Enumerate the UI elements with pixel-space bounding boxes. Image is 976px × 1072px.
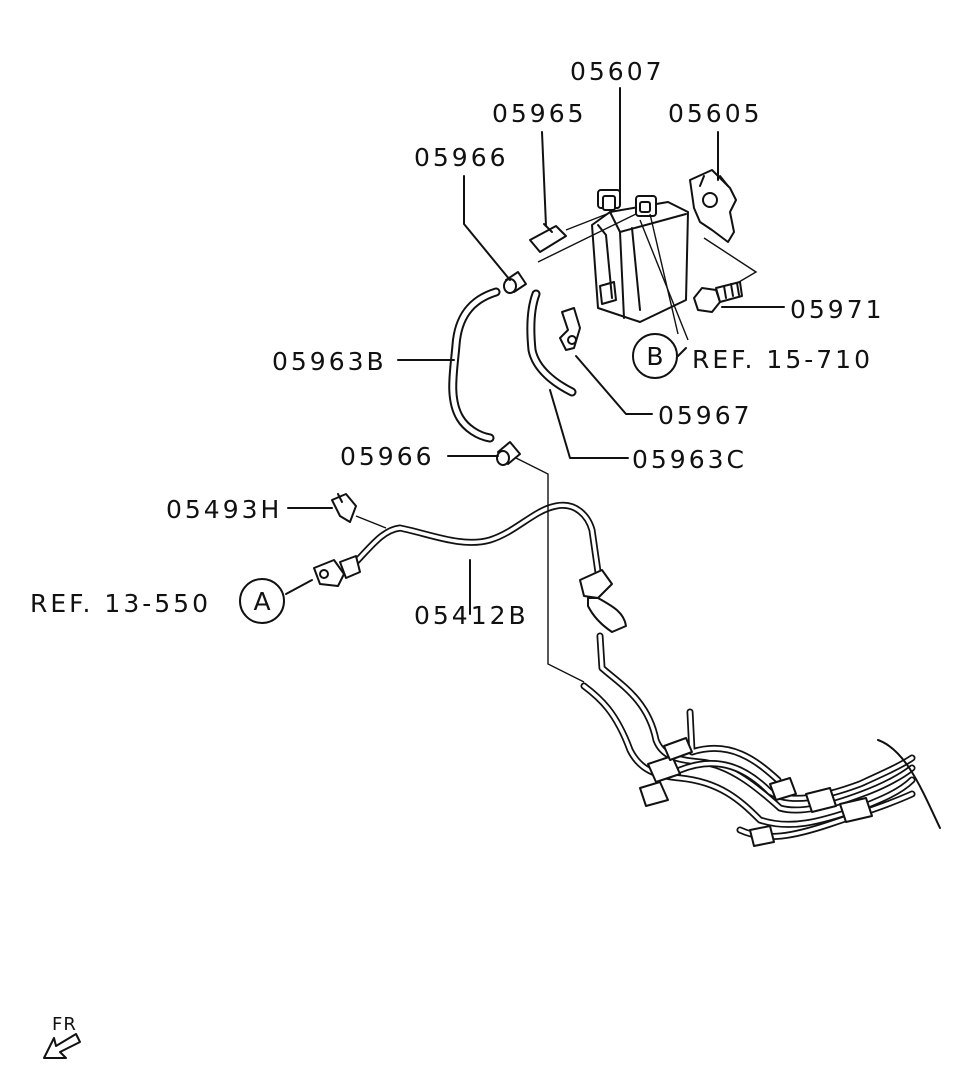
reference-circle-B[interactable]: B xyxy=(632,333,678,379)
label-05967: 05967 xyxy=(658,401,753,430)
clip-05493H[interactable] xyxy=(331,493,357,523)
clip-05967[interactable] xyxy=(559,307,581,351)
label-ref-15-710: REF. 15-710 xyxy=(692,345,873,374)
label-05971: 05971 xyxy=(790,295,885,324)
label-05607: 05607 xyxy=(570,57,665,86)
label-05412B: 05412B xyxy=(414,601,529,630)
label-05963C: 05963C xyxy=(632,445,747,474)
circle-A-letter: A xyxy=(253,587,270,616)
label-05605: 05605 xyxy=(668,99,763,128)
hose-05963C[interactable] xyxy=(526,289,577,397)
front-label: FR xyxy=(52,1014,77,1035)
label-05966-top: 05966 xyxy=(414,143,509,172)
front-direction-indicator: FR xyxy=(43,1014,81,1059)
front-arrow-icon xyxy=(43,1033,81,1059)
fuel-line-bundle[interactable] xyxy=(580,632,941,847)
reference-circle-A[interactable]: A xyxy=(239,578,285,624)
reference-line-center xyxy=(515,457,585,683)
bolt-05971[interactable] xyxy=(693,281,743,313)
clamp-05966-mid[interactable] xyxy=(496,441,521,466)
label-05493H: 05493H xyxy=(166,495,282,524)
label-ref-13-550: REF. 13-550 xyxy=(30,589,211,618)
clip-05493H-leader xyxy=(355,515,387,529)
canister-05607[interactable] xyxy=(591,189,689,341)
hose-05963B[interactable] xyxy=(448,287,501,443)
clamp-05966-top[interactable] xyxy=(503,271,527,294)
label-05966-mid: 05966 xyxy=(340,442,435,471)
leader-lines xyxy=(285,87,785,615)
label-05963B: 05963B xyxy=(272,347,387,376)
label-05965: 05965 xyxy=(492,99,587,128)
circle-B-letter: B xyxy=(646,342,663,371)
vapor-pipe-05412B[interactable] xyxy=(313,501,627,633)
bracket-05605[interactable] xyxy=(689,169,737,243)
